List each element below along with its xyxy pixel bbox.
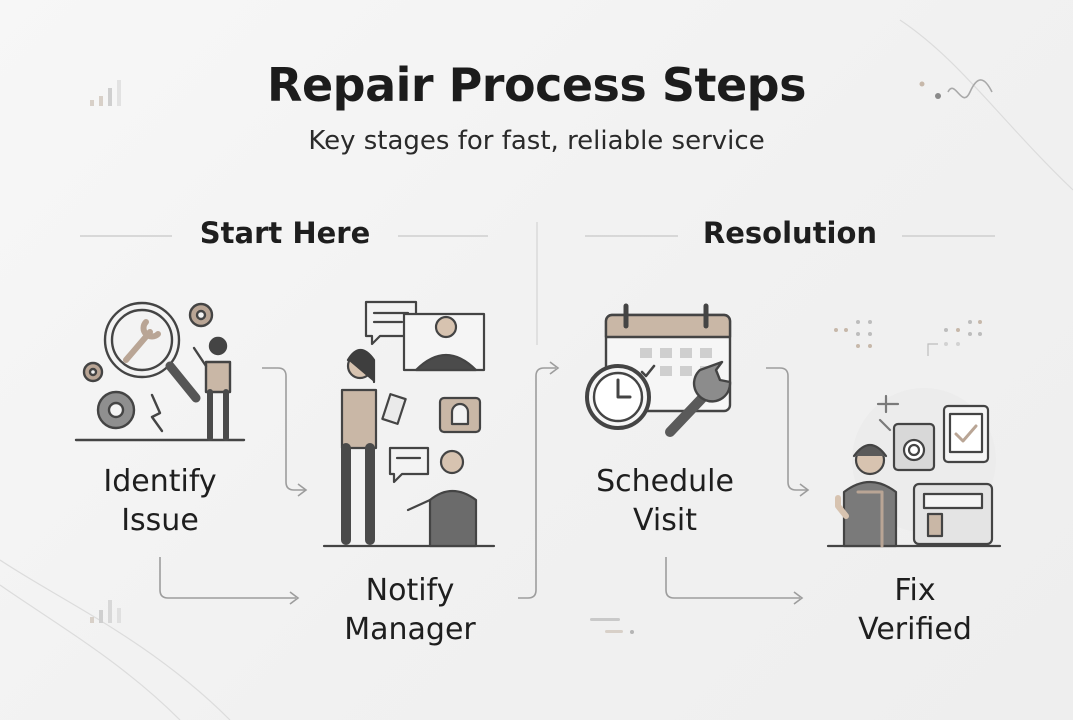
- section-dividers: [80, 222, 995, 345]
- step-label-line2: Manager: [344, 612, 476, 647]
- magnifier-wrench-icon: [74, 301, 246, 442]
- step-notify-manager: Notify Manager: [310, 571, 510, 649]
- step-label-line1: Schedule: [596, 464, 734, 499]
- step-label-line1: Notify: [365, 573, 455, 608]
- connector-3-b: [665, 557, 800, 599]
- step-label-line2: Issue: [121, 503, 199, 538]
- section-heading-resolution: Resolution: [702, 216, 878, 250]
- connector-1-a: [262, 367, 305, 491]
- decor-bars-top-left: [90, 80, 121, 106]
- connector-3-a: [766, 367, 808, 491]
- decor-dashes-bottom-center: [590, 618, 634, 634]
- step-label-line1: Identify: [103, 464, 217, 499]
- connector-2-3: [518, 367, 556, 599]
- connector-arrowheads: [289, 361, 810, 605]
- step-label-line2: Visit: [633, 503, 697, 538]
- decor-dots-right: [834, 320, 982, 356]
- section-heading-start: Start Here: [199, 216, 371, 250]
- step-schedule-visit: Schedule Visit: [565, 462, 765, 540]
- background-curves: [0, 19, 1073, 720]
- decor-bars-bottom-left: [90, 600, 121, 623]
- flow-connectors: [159, 367, 808, 599]
- step-label-line1: Fix: [894, 573, 936, 608]
- people-messaging-icon: [322, 300, 496, 548]
- page-title: Repair Process Steps: [267, 58, 806, 112]
- connector-1-b: [159, 557, 296, 599]
- page-subtitle: Key stages for fast, reliable service: [308, 126, 765, 156]
- decor-wave-top-right: [919, 79, 993, 99]
- technician-approved-icon: [826, 388, 1002, 548]
- calendar-clock-wrench-icon: [585, 303, 732, 437]
- step-identify-issue: Identify Issue: [60, 462, 260, 540]
- step-fix-verified: Fix Verified: [815, 571, 1015, 649]
- step-label-line2: Verified: [858, 612, 972, 647]
